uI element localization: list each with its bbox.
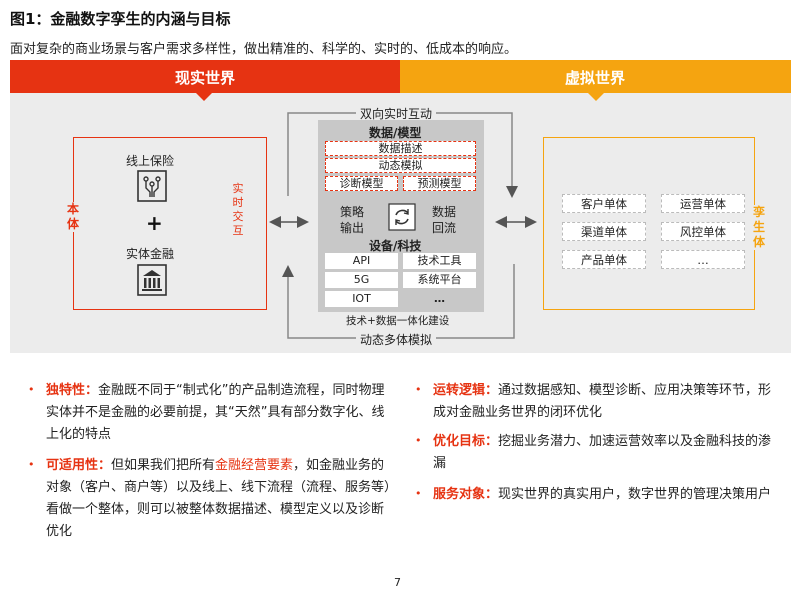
realtime-interaction-label: 实时交互 [232, 182, 244, 237]
refresh-cycle-icon [388, 203, 416, 231]
optimization-goal-key: 优化目标： [433, 434, 499, 449]
strategy-label: 策略 [340, 205, 365, 219]
api-cell: API [325, 253, 398, 269]
operating-logic-text: 通过数据感知、模型诊断、应用决策等环节，形成对金融业务世界的闭环优化 [433, 383, 772, 420]
circuit-icon [137, 170, 167, 202]
applicability-text-b: ，如金融业务的对象（客户、商户等）以及线上、线下流程（流程、服务等）看做一个整体… [46, 458, 391, 539]
online-insurance-label: 线上保险 [126, 154, 175, 168]
risk-control-unit: 风控单体 [661, 222, 745, 241]
center-footer-label: 技术+数据一体化建设 [346, 315, 450, 327]
channel-unit: 渠道单体 [562, 222, 646, 241]
dynamic-simulation-cell: 动态模拟 [325, 158, 476, 173]
data-description-cell: 数据描述 [325, 141, 476, 156]
physical-finance-label: 实体金融 [126, 247, 175, 261]
bullet-uniqueness: • 独特性：金融既不同于“制式化”的产品制造流程，同时物理实体并不是金融的必要前… [28, 380, 396, 446]
bottom-arrow-label: 动态多体模拟 [356, 331, 437, 348]
bullet-applicability: • 可适用性：但如果我们把所有金融经营要素，如金融业务的对象（客户、商户等）以及… [28, 455, 396, 543]
bullet-dot: • [28, 383, 35, 396]
real-world-label: 现实世界 [175, 69, 236, 87]
equipment-tech-title: 设备/科技 [369, 239, 422, 253]
prediction-model-cell: 预测模型 [403, 176, 476, 191]
bullet-service-target: • 服务对象：现实世界的真实用户，数字世界的管理决策用户 [415, 484, 777, 506]
iot-cell: IOT [325, 291, 398, 307]
bank-building-icon [137, 264, 167, 296]
bullet-optimization-goal: • 优化目标：挖掘业务潜力、加速运营效率以及金融科技的渗漏 [415, 431, 777, 475]
operating-logic-key: 运转逻辑： [433, 383, 499, 398]
twin-side-label: 孪生体 [752, 205, 766, 250]
operation-unit: 运营单体 [661, 194, 745, 213]
applicability-text-a: 但如果我们把所有 [111, 458, 216, 473]
optimization-goal-text: 挖掘业务潜力、加速运营效率以及金融科技的渗漏 [433, 434, 772, 471]
product-unit: 产品单体 [562, 250, 646, 269]
virtual-world-band: 虚拟世界 [400, 60, 791, 93]
customer-unit: 客户单体 [562, 194, 646, 213]
return-flow-label: 回流 [432, 221, 457, 235]
bullet-dot: • [415, 383, 422, 396]
bullet-dot: • [28, 458, 35, 471]
applicability-key: 可适用性： [46, 458, 112, 473]
more-unit: … [661, 250, 745, 269]
data-label: 数据 [432, 205, 457, 219]
page-subtitle: 面对复杂的商业场景与客户需求多样性，做出精准的、科学的、实时的、低成本的响应。 [10, 42, 518, 57]
system-platform-cell: 系统平台 [403, 272, 476, 288]
applicability-highlight: 金融经营要素 [215, 458, 294, 473]
more-cell: … [434, 292, 445, 305]
diagnosis-model-cell: 诊断模型 [325, 176, 398, 191]
uniqueness-key: 独特性： [46, 383, 99, 398]
bullet-dot: • [415, 434, 422, 447]
bullet-operating-logic: • 运转逻辑：通过数据感知、模型诊断、应用决策等环节，形成对金融业务世界的闭环优… [415, 380, 777, 424]
page-title: 图1：金融数字孪生的内涵与目标 [10, 10, 231, 28]
5g-cell: 5G [325, 272, 398, 288]
bullet-dot: • [415, 487, 422, 500]
service-target-key: 服务对象： [433, 487, 499, 502]
service-target-text: 现实世界的真实用户，数字世界的管理决策用户 [498, 487, 772, 502]
plus-sign: + [146, 211, 163, 235]
top-arrow-label: 双向实时互动 [356, 105, 437, 122]
uniqueness-text: 金融既不同于“制式化”的产品制造流程，同时物理实体并不是金融的必要前提，其“天然… [46, 383, 385, 442]
page-number: 7 [394, 576, 401, 589]
data-model-title: 数据/模型 [369, 126, 422, 140]
virtual-world-label: 虚拟世界 [565, 69, 626, 87]
virtual-band-pointer [588, 93, 604, 101]
tech-tools-cell: 技术工具 [403, 253, 476, 269]
real-band-pointer [196, 93, 212, 101]
real-world-band: 现实世界 [10, 60, 400, 93]
entity-side-label: 本体 [66, 202, 80, 232]
output-label: 输出 [340, 221, 365, 235]
